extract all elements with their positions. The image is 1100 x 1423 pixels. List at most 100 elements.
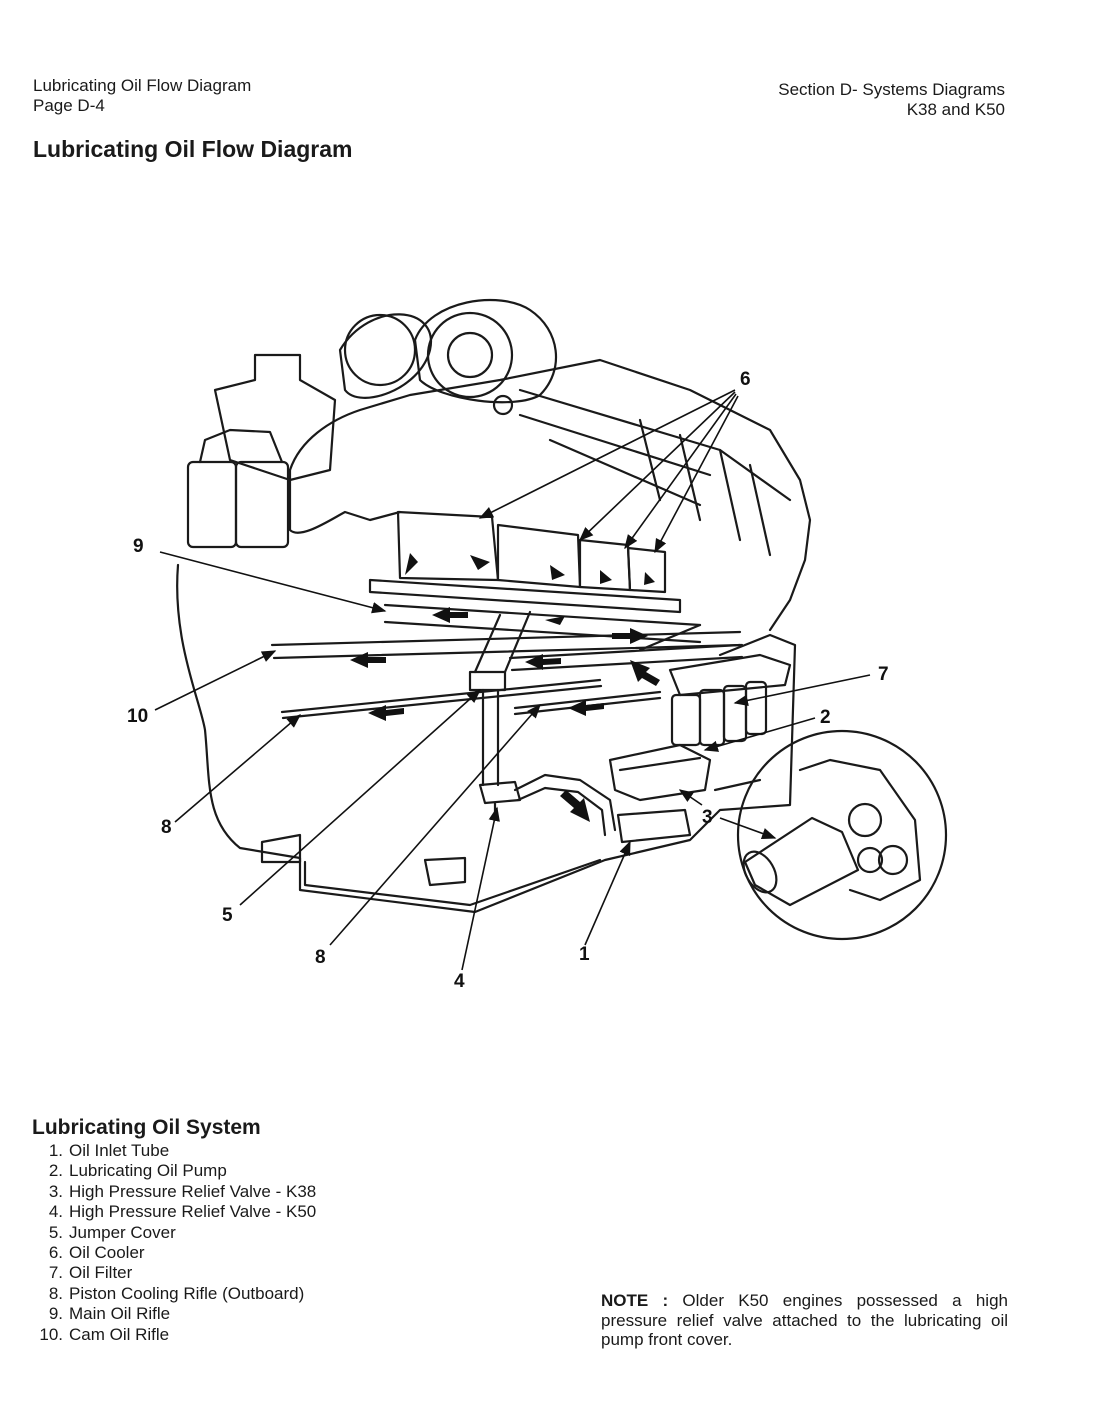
turbo-right bbox=[413, 298, 558, 404]
flow-arrow bbox=[368, 705, 404, 721]
turbo-left-inlet bbox=[343, 313, 417, 387]
callout-1: 1 bbox=[579, 944, 590, 965]
turbo-right-hub bbox=[446, 331, 494, 379]
leader-5 bbox=[239, 689, 482, 906]
relief-valve-k50 bbox=[478, 780, 522, 814]
legend-item: 10. Cam Oil Rifle bbox=[36, 1325, 316, 1345]
callout-4: 4 bbox=[454, 971, 465, 992]
page-title: Lubricating Oil Flow Diagram bbox=[33, 136, 353, 162]
turbo-right-inlet bbox=[426, 311, 514, 399]
engine-block bbox=[176, 563, 797, 914]
legend-item: 7.Oil Filter bbox=[36, 1263, 316, 1283]
legend-item: 9.Main Oil Rifle bbox=[36, 1304, 316, 1324]
piston-cooling-rifle-left bbox=[280, 678, 603, 720]
legend-item-text: Jumper Cover bbox=[69, 1222, 176, 1242]
exhaust-manifold bbox=[518, 388, 792, 507]
oil-cooler-2 bbox=[496, 523, 582, 589]
flow-arrow bbox=[560, 790, 590, 822]
oil-cooler-3 bbox=[578, 538, 632, 592]
note-text: Older K50 engines possessed a high press… bbox=[601, 1291, 1008, 1349]
flow-arrows bbox=[350, 553, 660, 822]
leader-8a bbox=[174, 714, 302, 823]
leader-3a bbox=[678, 789, 703, 806]
engine-side-left bbox=[288, 468, 402, 534]
header-section: Section D- Systems Diagrams bbox=[778, 80, 1005, 99]
flow-arrow bbox=[432, 607, 468, 623]
oil-filter-canister-2 bbox=[698, 688, 726, 747]
legend-item: 6. Oil Cooler bbox=[36, 1243, 316, 1263]
oil-inlet-tube bbox=[513, 773, 617, 837]
header-right: Section D- Systems Diagrams K38 and K50 bbox=[778, 80, 1005, 120]
detail-port-2 bbox=[877, 844, 909, 876]
jumper-riser bbox=[481, 688, 500, 787]
legend-item: 1.Oil Inlet Tube bbox=[36, 1141, 316, 1161]
filter-canister-1 bbox=[186, 460, 238, 549]
main-oil-rifle bbox=[383, 603, 702, 644]
callout-8-outboard: 8 bbox=[161, 817, 172, 838]
legend-item-number: 2. bbox=[48, 1161, 63, 1181]
detail-pump-body bbox=[798, 758, 922, 902]
callout-5: 5 bbox=[222, 905, 233, 926]
callout-8-inboard: 8 bbox=[315, 947, 326, 968]
oil-pan bbox=[260, 833, 602, 907]
header-left: Lubricating Oil Flow Diagram Page D-4 bbox=[33, 76, 251, 116]
header-models: K38 and K50 bbox=[906, 100, 1005, 119]
callout-9: 9 bbox=[133, 536, 144, 557]
leader-3b bbox=[719, 817, 777, 839]
callout-3: 3 bbox=[702, 807, 713, 828]
leader-9 bbox=[159, 551, 387, 614]
cylinder-banks bbox=[638, 418, 772, 557]
leader-1 bbox=[584, 840, 631, 946]
oil-cooler-tube bbox=[368, 578, 682, 614]
legend-item-text: Cam Oil Rifle bbox=[69, 1324, 170, 1344]
legend-item: 2.Lubricating Oil Pump bbox=[36, 1161, 316, 1181]
turbo-bolt bbox=[492, 394, 514, 416]
legend-item-number: 6. bbox=[48, 1243, 63, 1263]
legend-item: 4. High Pressure Relief Valve - K50 bbox=[36, 1202, 316, 1222]
flow-arrow bbox=[600, 570, 612, 584]
legend-item-number: 3. bbox=[48, 1181, 63, 1201]
detail-port-1 bbox=[847, 802, 883, 838]
legend-item-text: Main Oil Rifle bbox=[69, 1304, 171, 1324]
legend-item-number: 10. bbox=[39, 1324, 63, 1344]
lube-oil-pump bbox=[608, 743, 712, 802]
leader-8b bbox=[329, 703, 541, 946]
legend-item-text: Oil Filter bbox=[69, 1263, 133, 1283]
legend-title: Lubricating Oil System bbox=[32, 1116, 261, 1139]
flow-arrow bbox=[612, 628, 648, 644]
oil-filter-canister-3 bbox=[722, 684, 748, 743]
oil-cooler-1 bbox=[396, 510, 500, 582]
turbo-left bbox=[338, 313, 433, 399]
legend-item-text: High Pressure Relief Valve - K50 bbox=[69, 1202, 317, 1222]
legend-item-text: Oil Cooler bbox=[69, 1243, 145, 1263]
note-label: NOTE : bbox=[601, 1291, 669, 1310]
detail-relief-valve bbox=[743, 816, 860, 907]
legend-item: 5.Jumper Cover bbox=[36, 1223, 316, 1243]
flow-arrow bbox=[545, 616, 565, 625]
detail-leader bbox=[713, 778, 762, 792]
jumper-struts bbox=[473, 610, 702, 674]
legend-item-number: 4. bbox=[48, 1202, 63, 1222]
detail-valve-bore bbox=[742, 850, 778, 894]
oil-cooler-4 bbox=[626, 546, 667, 594]
oil-filter-canister-1 bbox=[670, 693, 702, 747]
callout-2: 2 bbox=[820, 707, 831, 728]
flow-arrow bbox=[525, 654, 561, 670]
flow-arrow bbox=[630, 660, 660, 686]
legend-item: 3.High Pressure Relief Valve - K38 bbox=[36, 1182, 316, 1202]
oil-pan-foot bbox=[423, 856, 467, 887]
callout-6: 6 bbox=[740, 369, 751, 390]
leader-6b bbox=[578, 391, 736, 541]
note: NOTE : Older K50 engines possessed a hig… bbox=[601, 1291, 1008, 1350]
leader-7 bbox=[733, 674, 871, 707]
detail-view-circle bbox=[736, 729, 948, 941]
legend-item: 8.Piston Cooling Rifle (Outboard) bbox=[36, 1284, 316, 1304]
leader-6c bbox=[624, 393, 737, 550]
secondary-rifle bbox=[508, 643, 744, 672]
callout-10: 10 bbox=[127, 706, 148, 727]
oil-filter-head bbox=[668, 653, 792, 697]
leader-6d bbox=[654, 395, 739, 554]
engine-upper-body bbox=[288, 358, 812, 632]
